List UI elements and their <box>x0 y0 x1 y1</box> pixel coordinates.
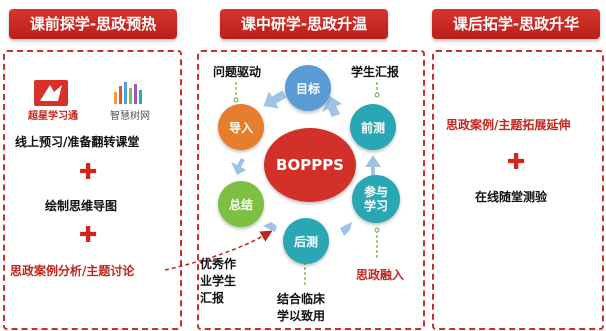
case-to-cycle-arrow <box>164 230 273 271</box>
chaoxing-logo-icon <box>34 80 68 106</box>
post-item-quiz: 在线随堂测验 <box>475 190 548 204</box>
label-excellent-line2: 业学生 <box>200 274 237 288</box>
cycle-arrows <box>231 90 381 236</box>
pre-item-case-analysis: 思政案例分析/主题讨论 <box>10 264 135 278</box>
node-participate: 参与 学习 <box>352 175 400 223</box>
label-excellent-line3: 汇报 <box>200 291 225 305</box>
label-clinical-line1: 结合临床 <box>277 292 326 306</box>
label-student-report: 学生汇报 <box>351 65 400 79</box>
label-ideology-integration: 思政融入 <box>356 268 405 282</box>
in-class-panel <box>197 50 425 330</box>
node-posttest: 后测 <box>283 218 329 264</box>
label-question-driven: 问题驱动 <box>213 65 262 79</box>
node-pretest: 前测 <box>350 104 396 150</box>
chaoxing-logo: 超星学习通 <box>20 80 84 122</box>
node-participate-line1: 参与 <box>363 185 388 199</box>
post-plus: ✚ <box>507 150 526 175</box>
node-participate-line2: 学习 <box>363 199 388 213</box>
pre-plus-2: ✚ <box>79 223 98 248</box>
post-item-extension: 思政案例/主题拓展延伸 <box>446 118 571 132</box>
pre-item-mindmap: 绘制思维导图 <box>45 199 118 213</box>
node-summary: 总结 <box>218 181 264 227</box>
pre-plus-1: ✚ <box>79 160 98 185</box>
node-target: 目标 <box>285 65 331 111</box>
post-class-header: 课后拓学-思政升华 <box>432 9 600 39</box>
pre-class-panel <box>3 50 182 330</box>
zhihuishu-logo-icon <box>114 82 142 104</box>
pre-item-preview: 线上预习/准备翻转课堂 <box>15 135 140 149</box>
post-class-panel <box>432 50 604 330</box>
pre-class-header: 课前探学-思政预热 <box>9 9 177 39</box>
zhihuishu-logo-text: 智慧树网 <box>110 111 150 122</box>
label-clinical-line2: 学以致用 <box>277 309 326 323</box>
in-class-header: 课中研学-思政升温 <box>220 9 388 39</box>
chaoxing-logo-text: 超星学习通 <box>28 111 78 122</box>
zhihuishu-logo: 智慧树网 <box>100 80 160 122</box>
node-intro: 导入 <box>218 104 264 150</box>
boppps-core: BOPPPS <box>264 128 356 202</box>
label-excellent-line1: 优秀作 <box>200 257 237 271</box>
